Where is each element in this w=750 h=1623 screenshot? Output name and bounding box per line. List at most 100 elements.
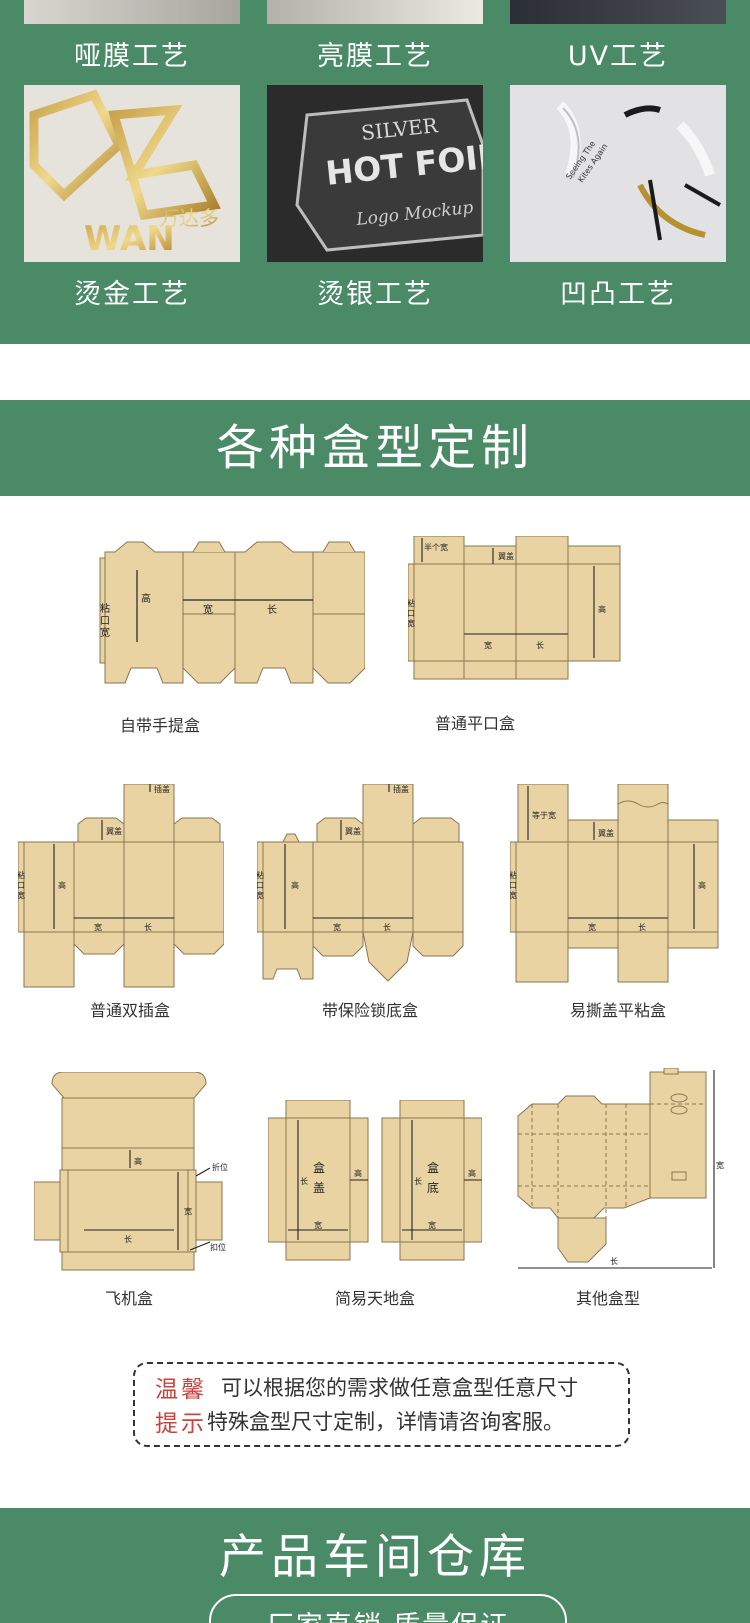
tear-chang: 长: [638, 922, 646, 932]
mailer-zhewei: 折位: [212, 1162, 228, 1172]
lid-gao: 高: [354, 1168, 362, 1178]
tuck-kuan: 宽: [94, 922, 102, 932]
box-label-flat: 普通平口盒: [434, 714, 515, 733]
mailer-kuan: 宽: [184, 1206, 192, 1216]
mailer-chang: 长: [124, 1234, 132, 1244]
box-label-lock: 带保险锁底盒: [321, 1001, 418, 1020]
tip-box: 温馨 提示 可以根据您的需求做任意盒型任意尺寸 特殊盒型尺寸定制，详情请咨询客服…: [133, 1362, 630, 1447]
lock-yigai: 翼盖: [345, 826, 361, 836]
flat-kou: 口: [408, 609, 415, 618]
lock-gao: 高: [291, 880, 299, 890]
handle-box-dieline: 高 宽 长 粘 口 宽: [99, 541, 365, 684]
lock-kuan: 宽: [333, 922, 341, 932]
tuck-kou: 口: [18, 881, 25, 890]
flat-box-dieline: 半个宽 翼盖 高 宽 长 粘 口 宽: [408, 536, 621, 680]
tear-yigai: 翼盖: [598, 828, 614, 838]
workshop-section: 产品车间仓库 厂家直销 质量保证: [0, 1508, 750, 1623]
tear-kuan-2: 宽: [510, 890, 517, 900]
lid-chang: 长: [300, 1176, 308, 1186]
flat-tie: 粘: [408, 598, 415, 608]
crafts-section: 哑膜工艺 亮膜工艺 UV工艺 WAN 万达多 SILVER HOT FOIL L…: [0, 0, 750, 344]
box-label-lid-base: 简易天地盒: [334, 1289, 415, 1308]
flat-gao: 高: [598, 604, 606, 614]
box-label-tuck: 普通双插盒: [89, 1001, 170, 1020]
craft-label-matte: 哑膜工艺: [74, 41, 190, 72]
handle-kuan: 宽: [203, 603, 213, 616]
gloss-film-photo: [267, 0, 483, 24]
emboss-photo: Seeing The Kites Again: [510, 85, 726, 262]
lock-chagai: 插盖: [393, 784, 409, 794]
box-label-handle: 自带手提盒: [119, 716, 200, 735]
lid-he: 盒: [313, 1160, 325, 1175]
workshop-title: 产品车间仓库: [219, 1530, 531, 1585]
mailer-kouwei: 扣位: [210, 1242, 226, 1252]
box-types-header: 各种盒型定制: [0, 400, 750, 496]
tuck-tie: 粘: [18, 870, 25, 880]
tip-line-2: 特殊盒型尺寸定制，详情请咨询客服。: [207, 1410, 564, 1434]
tip-word-2: 提示: [155, 1411, 207, 1437]
base-kuan: 宽: [428, 1220, 436, 1230]
handle-gao: 高: [141, 592, 151, 605]
base-di: 底: [427, 1180, 439, 1195]
lid-kuan: 宽: [314, 1220, 322, 1230]
lock-bottom-box-dieline: 高 翼盖 插盖 宽 长 粘 口 宽: [257, 784, 464, 982]
tuck-chagai: 插盖: [154, 784, 170, 794]
tuck-chang: 长: [144, 922, 152, 932]
handle-tie: 粘: [100, 602, 110, 615]
flat-kuan: 宽: [484, 640, 492, 650]
gold-foil-photo: WAN 万达多: [24, 85, 240, 262]
tagline-text: 厂家直销 质量保证: [211, 1604, 565, 1623]
tuck-kuan-2: 宽: [18, 890, 25, 900]
lock-kuan-2: 宽: [257, 890, 264, 900]
tear-gao: 高: [698, 880, 706, 890]
box-label-other: 其他盒型: [575, 1289, 640, 1308]
tear-dengyu: 等于宽: [532, 810, 556, 820]
lid-base-box-dieline: 长 宽 高 长 宽 高 盒 盖 盒 底: [268, 1100, 482, 1261]
gold-foil-logo-image: WAN 万达多: [29, 89, 221, 259]
tagline-pill: 厂家直销 质量保证: [209, 1594, 567, 1623]
other-box-dieline: 宽 长: [517, 1068, 724, 1269]
tuck-box-dieline: 高 翼盖 插盖 宽 长 粘 口 宽: [18, 784, 224, 988]
uv-photo: [510, 0, 726, 24]
silver-foil-badge-image: SILVER HOT FOIL Logo Mockup: [267, 85, 483, 262]
emboss-card-image: Seeing The Kites Again: [556, 101, 721, 241]
lock-chang: 长: [383, 922, 391, 932]
other-chang: 长: [610, 1256, 618, 1266]
base-chang: 长: [414, 1176, 422, 1186]
flat-chang: 长: [536, 640, 544, 650]
tuck-yigai: 翼盖: [106, 826, 122, 836]
tear-strip-box-dieline: 等于宽 翼盖 高 宽 长 粘 口 宽: [510, 784, 719, 983]
box-label-mailer: 飞机盒: [104, 1289, 153, 1308]
craft-label-gold-foil: 烫金工艺: [74, 279, 190, 310]
lid-gai: 盖: [313, 1181, 325, 1195]
tear-kuan: 宽: [588, 922, 596, 932]
tip-line-1: 可以根据您的需求做任意盒型任意尺寸: [221, 1376, 578, 1400]
tear-kou: 口: [510, 881, 517, 890]
craft-label-gloss: 亮膜工艺: [317, 41, 433, 72]
mailer-box-dieline: 高 宽 长 折位 扣位: [34, 1072, 228, 1271]
handle-chang: 长: [267, 604, 277, 616]
matte-film-photo: [24, 0, 240, 24]
base-gao: 高: [468, 1168, 476, 1178]
mailer-gao: 高: [134, 1156, 142, 1166]
silver-foil-photo: SILVER HOT FOIL Logo Mockup: [267, 85, 483, 262]
flat-half-width: 半个宽: [424, 542, 448, 552]
handle-kuan-2: 宽: [100, 626, 110, 639]
flat-kuan-2: 宽: [408, 618, 415, 628]
base-he: 盒: [427, 1160, 439, 1175]
other-kuan: 宽: [716, 1160, 724, 1170]
box-types-title: 各种盒型定制: [215, 420, 534, 476]
lock-tie: 粘: [257, 870, 264, 880]
handle-kou: 口: [100, 616, 110, 627]
craft-label-silver-foil: 烫银工艺: [317, 279, 433, 310]
flat-yigai: 翼盖: [498, 551, 514, 561]
craft-label-uv: UV工艺: [567, 41, 669, 72]
tear-tie: 粘: [510, 870, 517, 880]
craft-label-emboss: 凹凸工艺: [560, 279, 676, 310]
gold-cn-text: 万达多: [159, 206, 219, 230]
tuck-gao: 高: [58, 880, 66, 890]
lock-kou: 口: [257, 881, 264, 890]
tip-word-1: 温馨: [155, 1377, 207, 1403]
box-label-tear: 易撕盖平粘盒: [569, 1001, 666, 1020]
gold-brand-text: WAN: [84, 219, 175, 259]
